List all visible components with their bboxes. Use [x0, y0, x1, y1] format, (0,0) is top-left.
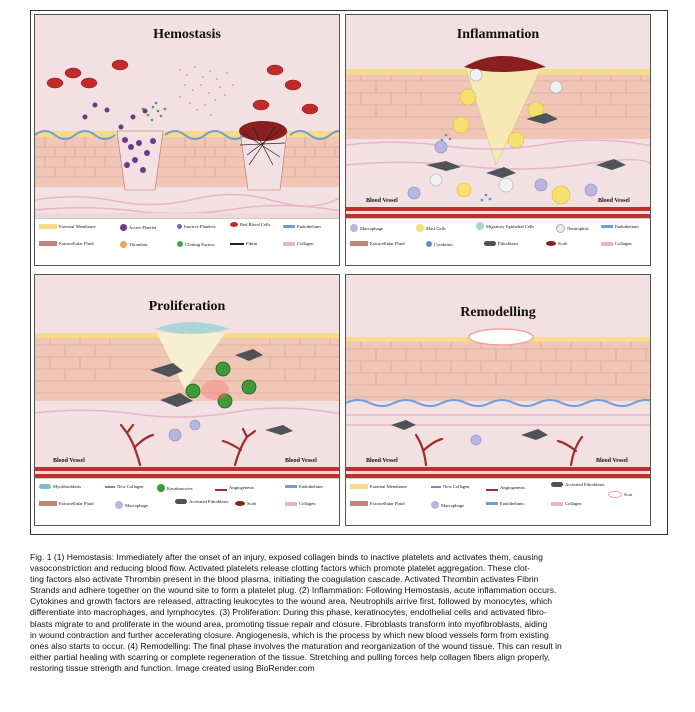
- caption-line: either partial healing with scarring or …: [30, 652, 670, 663]
- legend-item: New Collagen: [431, 484, 469, 489]
- blood-vessel-label: Blood Vessel: [366, 458, 398, 464]
- panel-title: Proliferation: [35, 299, 339, 315]
- caption-line: in wound contraction and further acceler…: [30, 630, 670, 641]
- legend-item: Extracellular Fluid: [350, 501, 405, 506]
- skin-layer: [35, 137, 340, 187]
- legend-item: Inactive Platelets: [177, 224, 216, 229]
- legend-proliferation: Myofibroblasts New Collagen Keratinocyte…: [35, 478, 339, 525]
- legend-item: Angiogenesis: [215, 484, 254, 491]
- legend-item: New Collagen: [105, 484, 143, 489]
- panel-title: Hemostasis: [35, 27, 339, 43]
- legend-item: Neutrophils: [556, 224, 589, 233]
- blood-vessel-label: Blood Vessel: [366, 198, 398, 204]
- legend-inflammation: Macrophage Mast Cells Migratory Epitheli…: [346, 218, 650, 265]
- legend-item: Macrophage: [350, 224, 383, 232]
- legend-item: Red Blood Cells: [230, 222, 270, 227]
- legend-item: Fibroblasts: [484, 241, 518, 246]
- legend-remodelling: External Membrane New Collagen Angiogene…: [346, 478, 650, 525]
- panel-remodelling: Remodelling Blood Vessel Blood Vessel Ex…: [345, 274, 651, 526]
- legend-item: Endothelium: [283, 224, 321, 229]
- legend-item: Extracellular Fluid: [39, 241, 94, 246]
- legend-item: Fibrin: [230, 241, 257, 246]
- legend-item: Migratory Epithelial Cells: [476, 222, 534, 230]
- panel-inflammation: Inflammation Blood Vessel Blood Vessel M…: [345, 14, 651, 266]
- legend-item: Collagen: [283, 241, 314, 246]
- legend-item: Extracellular Fluid: [39, 501, 94, 506]
- legend-item: Endothelium: [285, 484, 323, 489]
- panel-hemostasis: Hemostasis External Membrane Active Plat…: [34, 14, 340, 266]
- caption-line: blasts migrate to and proliferate in the…: [30, 619, 670, 630]
- legend-item: External Membrane: [39, 224, 96, 229]
- legend-item: Clotting Factors: [177, 241, 215, 247]
- panel-title: Remodelling: [346, 305, 650, 321]
- legend-item: Activated Fibroblasts: [551, 482, 604, 487]
- legend-item: Extracellular Fluid: [350, 241, 405, 246]
- figure-caption: Fig. 1 (1) Hemostasis: Immediately after…: [30, 552, 670, 674]
- legend-item: Macrophage: [431, 501, 464, 509]
- legend-item: Keratinocytes: [157, 484, 193, 492]
- figure-frame: Hemostasis External Membrane Active Plat…: [30, 10, 668, 535]
- legend-item: Scar: [608, 491, 632, 498]
- legend-item: Endothelium: [601, 224, 639, 229]
- legend-item: Macrophage: [115, 501, 148, 509]
- caption-line: Fig. 1 (1) Hemostasis: Immediately after…: [30, 552, 670, 563]
- legend-item: Mast Cells: [416, 224, 446, 232]
- legend-item: Cytokines: [426, 241, 453, 247]
- caption-line: restoring tissue strength and function. …: [30, 663, 670, 674]
- legend-item: Scab: [235, 501, 256, 506]
- caption-line: Strands and adhere together on the wound…: [30, 585, 670, 596]
- panel-proliferation: Proliferation Blood Vessel Blood Vessel …: [34, 274, 340, 526]
- caption-line: vasoconstriction and reducing blood flow…: [30, 563, 670, 574]
- caption-line: Cytokines and growth factors are release…: [30, 596, 670, 607]
- caption-line: differentiate into macrophages, and lymp…: [30, 607, 670, 618]
- legend-item: Scab: [546, 241, 567, 246]
- legend-item: Collagen: [551, 501, 582, 506]
- caption-line: ting factors also activate Thrombin pres…: [30, 574, 670, 585]
- legend-item: Collagen: [285, 501, 316, 506]
- legend-item: Collagen: [601, 241, 632, 246]
- caption-line: ones also starts to occur. (4) Remodelli…: [30, 641, 670, 652]
- legend-item: Myofibroblasts: [39, 484, 81, 489]
- blood-vessel-label: Blood Vessel: [596, 458, 628, 464]
- legend-hemostasis: External Membrane Active Platelet Inacti…: [35, 218, 339, 265]
- blood-vessel-label: Blood Vessel: [598, 198, 630, 204]
- legend-item: Thrombin: [120, 241, 147, 248]
- blood-vessel-label: Blood Vessel: [53, 458, 85, 464]
- legend-item: Activated Fibroblasts: [175, 499, 228, 504]
- legend-item: Angiogenesis: [486, 484, 525, 491]
- panel-title: Inflammation: [346, 27, 650, 43]
- legend-item: Endothelium: [486, 501, 524, 506]
- blood-vessel-label: Blood Vessel: [285, 458, 317, 464]
- legend-item: Active Platelet: [120, 224, 156, 231]
- legend-item: External Membrane: [350, 484, 407, 489]
